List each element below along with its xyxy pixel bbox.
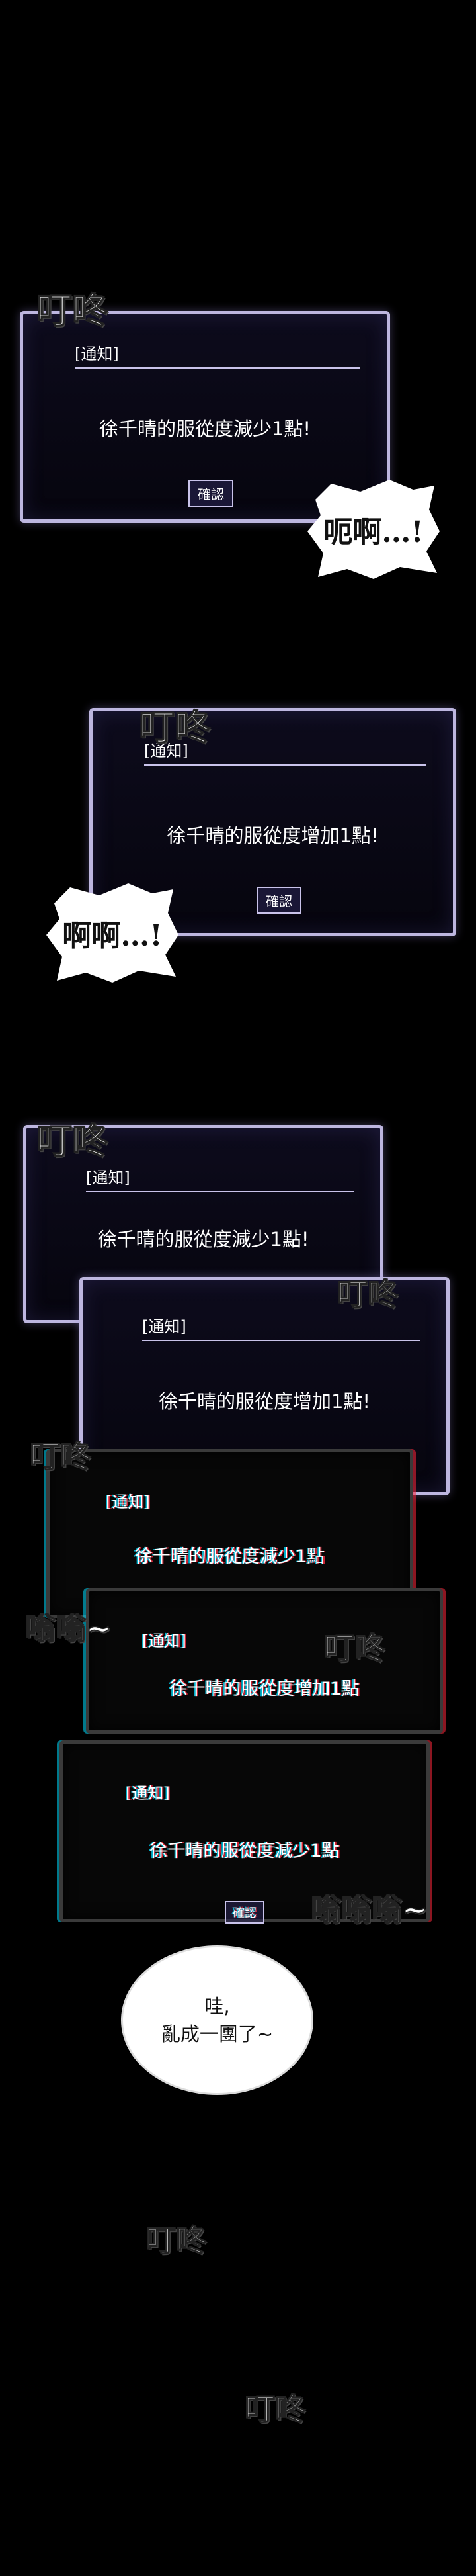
- ding-sfx-3: 叮咚: [36, 1119, 108, 1163]
- notification-message: 徐千晴的服從度增加1點: [169, 1679, 360, 1699]
- notification-window-7: [通知] 徐千晴的服從度減少1點 確認: [60, 1740, 430, 1924]
- notification-message: 徐千晴的服從度減少1點: [134, 1546, 325, 1567]
- confirm-button[interactable]: 確認: [257, 887, 301, 914]
- notification-tab: [通知]: [144, 742, 188, 760]
- buzz-sfx-1: 嗡嗡~: [24, 1610, 112, 1647]
- moan-text-1: 呃啊…!: [323, 515, 424, 549]
- notification-message: 徐千晴的服從度減少1點!: [97, 1228, 309, 1251]
- confirm-button[interactable]: 確認: [225, 1901, 264, 1924]
- divider: [75, 367, 360, 369]
- notification-window-1: [通知] 徐千晴的服從度減少1點! 確認: [20, 311, 390, 523]
- notification-tab: [通知]: [106, 1493, 150, 1511]
- notification-tab: [通知]: [75, 345, 119, 363]
- notification-message: 徐千晴的服從度增加1點!: [158, 1390, 371, 1413]
- ding-sfx-5: 叮咚: [29, 1438, 91, 1475]
- moan-burst-2: 啊啊…!: [46, 883, 178, 983]
- notification-window-6: [通知] 徐千晴的服從度增加1點: [86, 1588, 443, 1734]
- ding-sfx-7: 叮咚: [145, 2222, 207, 2259]
- notification-message: 徐千晴的服從度減少1點!: [99, 418, 311, 440]
- confirm-button[interactable]: 確認: [188, 480, 233, 507]
- notification-message: 徐千晴的服從度增加1點!: [167, 824, 379, 847]
- speech-line-1: 哇,: [204, 1994, 230, 2018]
- notification-tab: [通知]: [142, 1317, 186, 1336]
- divider: [142, 1340, 420, 1341]
- buzz-sfx-2: 嗡嗡嗡~: [310, 1891, 428, 1928]
- divider: [86, 1191, 354, 1192]
- speech-line-2: 亂成一團了~: [161, 2023, 274, 2045]
- notification-tab: [通知]: [86, 1169, 130, 1187]
- divider: [144, 764, 426, 766]
- ding-sfx-4: 叮咚: [337, 1276, 399, 1313]
- notification-tab: [通知]: [142, 1632, 186, 1650]
- ding-sfx-2: 叮咚: [138, 705, 211, 749]
- notification-message: 徐千晴的服從度減少1點: [149, 1841, 340, 1861]
- moan-burst-1: 呃啊…!: [307, 480, 440, 579]
- notification-tab: [通知]: [126, 1784, 170, 1802]
- ding-sfx-6: 叮咚: [323, 1630, 385, 1667]
- ding-sfx-8: 叮咚: [244, 2391, 306, 2428]
- ding-sfx-1: 叮咚: [36, 289, 108, 332]
- moan-text-2: 啊啊…!: [62, 919, 163, 953]
- speech-bubble: 哇, 亂成一團了~: [121, 1945, 313, 2095]
